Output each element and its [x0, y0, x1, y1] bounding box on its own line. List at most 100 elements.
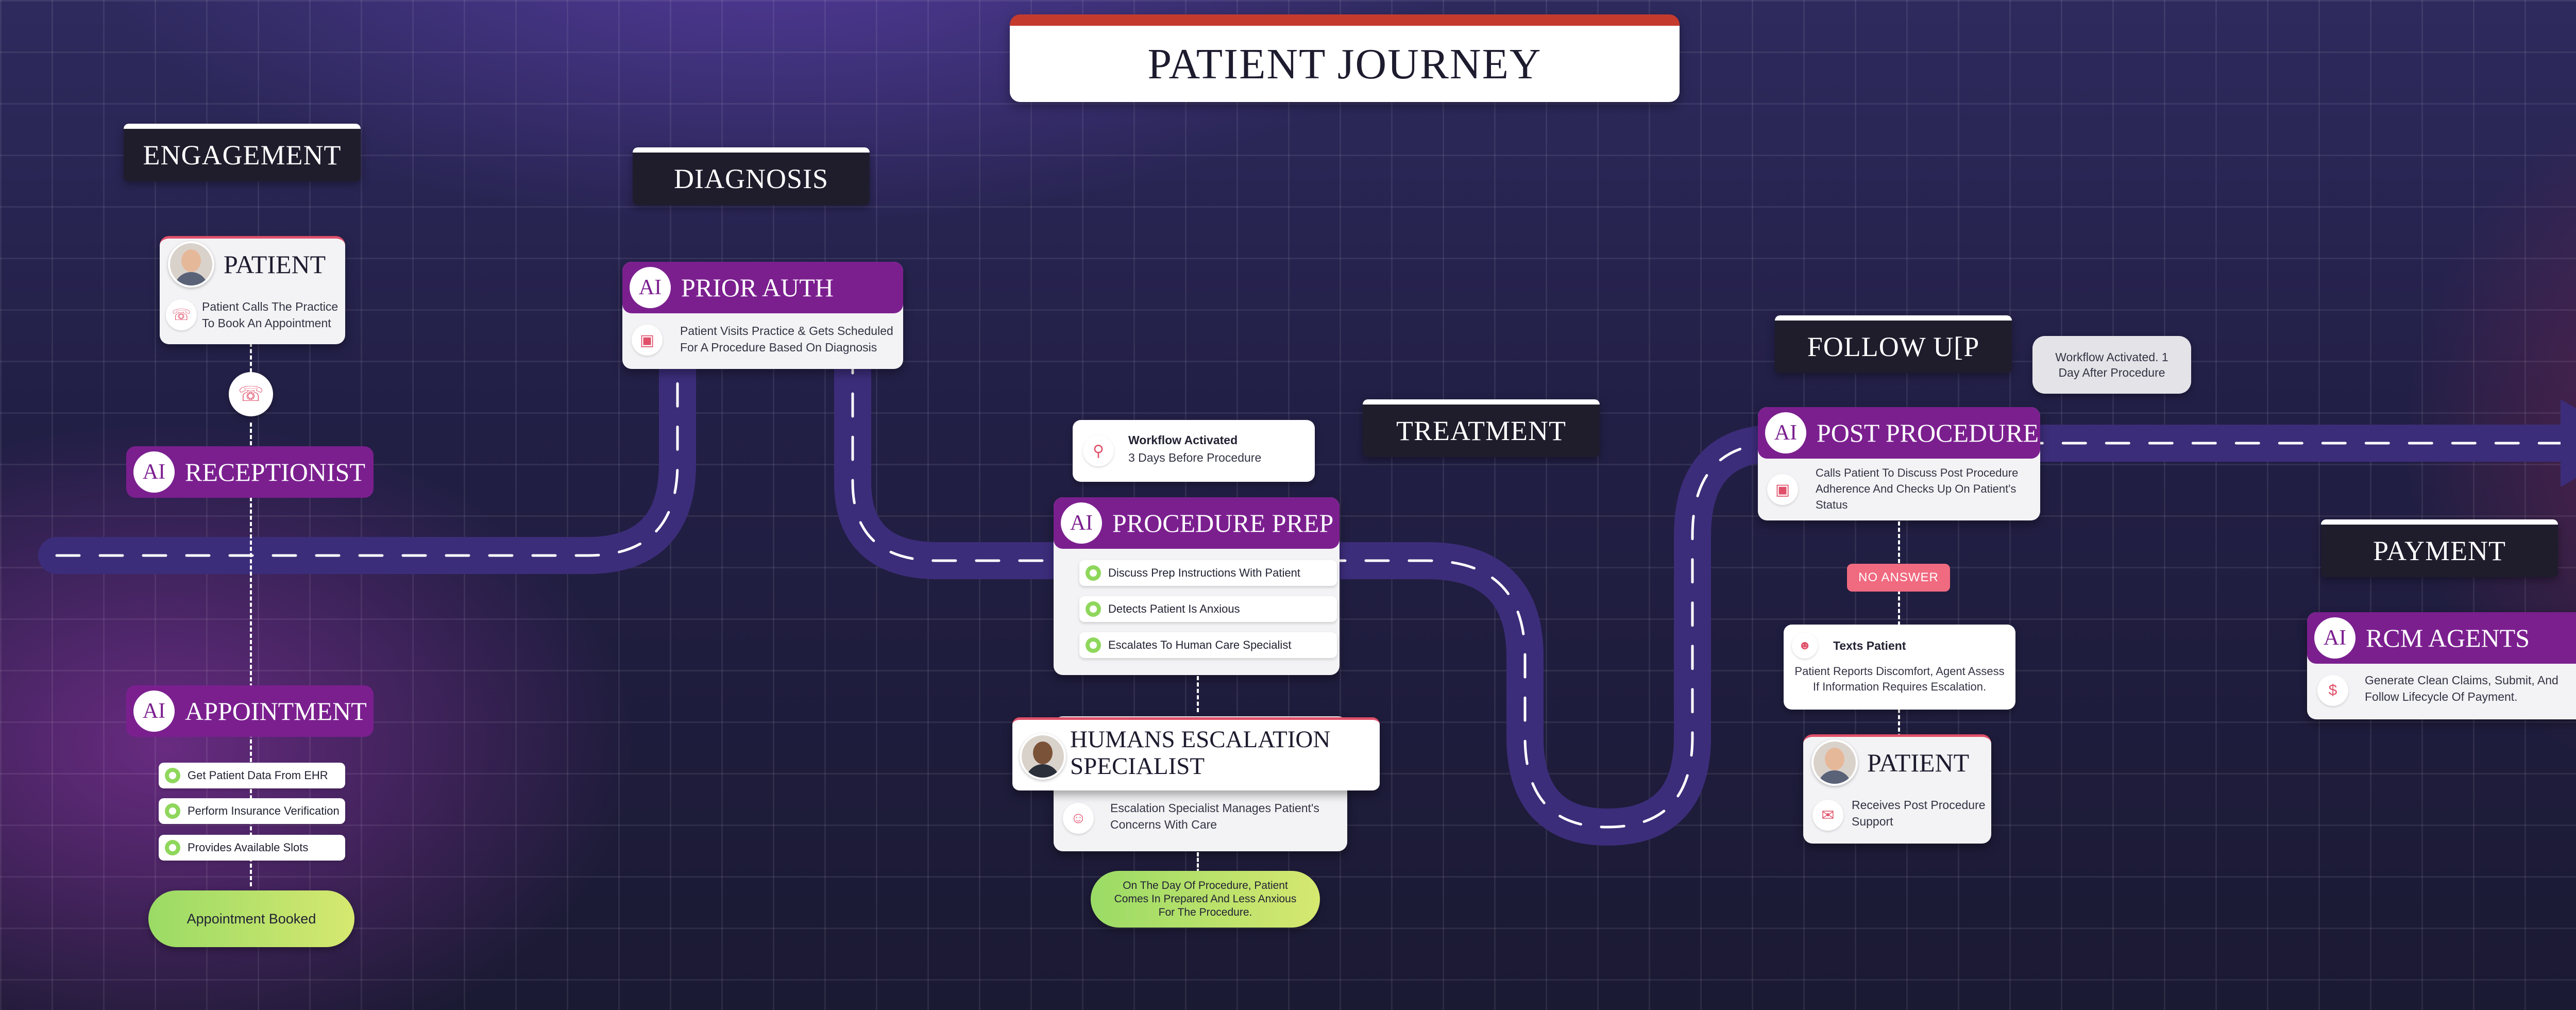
no-answer-badge: NO ANSWER: [1847, 564, 1950, 592]
page-title-box: PATIENT JOURNEY: [1010, 14, 1680, 102]
connector-line: [1197, 676, 1199, 712]
appointment-step: Provides Available Slots: [159, 835, 345, 861]
money-bag-icon: $: [2317, 675, 2348, 706]
stage-diagnosis-label: DIAGNOSIS: [673, 163, 828, 194]
stage-engagement-label: ENGAGEMENT: [143, 140, 342, 171]
receptionist-card: AI RECEPTIONIST: [126, 446, 374, 498]
robot-icon: ☻: [1792, 633, 1818, 659]
prior-auth-title: PRIOR AUTH: [681, 273, 834, 302]
post-procedure-title: POST PROCEDURE: [1817, 418, 2039, 447]
ai-badge: AI: [1061, 502, 1102, 544]
follow-up-patient-text: Receives Post Procedure Support: [1852, 798, 1986, 828]
ai-badge: AI: [133, 691, 175, 732]
ai-badge: AI: [2314, 617, 2355, 659]
appointment-title: APPOINTMENT: [185, 697, 367, 726]
support-agent-icon: ☺: [1063, 803, 1094, 834]
check-icon: [165, 840, 180, 855]
patient-avatar: [168, 241, 214, 288]
procedure-prep-step-label: Detects Patient Is Anxious: [1108, 602, 1240, 615]
appointment-booked-label: Appointment Booked: [187, 911, 316, 927]
patient-card-header: PATIENT: [160, 239, 345, 290]
receptionist-title: RECEPTIONIST: [185, 458, 365, 486]
check-icon: [1086, 601, 1101, 617]
stage-follow-up: FOLLOW U[P: [1775, 315, 2012, 373]
appointment-step: Perform Insurance Verification: [159, 798, 345, 824]
procedure-prep-step: Detects Patient Is Anxious: [1079, 596, 1337, 622]
prior-auth-card: AI PRIOR AUTH ▣ Patient Visits Practice …: [622, 262, 903, 369]
check-icon: [1086, 637, 1101, 653]
patient-card-text: Patient Calls The Practice To Book An Ap…: [202, 300, 338, 330]
appointment-step: Get Patient Data From EHR: [159, 763, 345, 788]
texts-patient-card: ☻ Texts Patient Patient Reports Discomfo…: [1784, 625, 2015, 710]
specialist-avatar: [1020, 733, 1066, 780]
appointment-step-label: Perform Insurance Verification: [188, 804, 340, 817]
check-icon: [165, 803, 180, 819]
calendar-icon: ▣: [632, 325, 663, 356]
appointment-step-label: Get Patient Data From EHR: [188, 769, 328, 782]
appointment-header: AI APPOINTMENT: [126, 685, 374, 737]
page-title: PATIENT JOURNEY: [1147, 40, 1542, 88]
procedure-prep-card: AI PROCEDURE PREP Discuss Prep Instructi…: [1054, 497, 1340, 675]
check-icon: [1086, 565, 1101, 581]
stage-diagnosis: DIAGNOSIS: [633, 147, 870, 205]
appointment-booked-badge: Appointment Booked: [148, 890, 354, 947]
stage-treatment: TREATMENT: [1363, 399, 1600, 457]
workflow-note-title: Workflow Activated: [1128, 433, 1238, 447]
phone-icon: ☏: [166, 299, 197, 330]
connector-line: [250, 423, 252, 886]
workflow-note-1day-text: Workflow Activated. 1 Day After Procedur…: [2055, 350, 2168, 379]
procedure-prep-step-label: Discuss Prep Instructions With Patient: [1108, 566, 1300, 579]
follow-up-patient-title: PATIENT: [1867, 748, 1970, 777]
patient-card: PATIENT ☏ Patient Calls The Practice To …: [160, 236, 345, 344]
rcm-agents-text: Generate Clean Claims, Submit, And Follo…: [2365, 674, 2558, 703]
phone-call-icon: ☏: [229, 372, 273, 416]
stage-payment: PAYMENT: [2321, 519, 2558, 577]
appointment-card: AI APPOINTMENT: [126, 685, 374, 737]
workflow-note-text: 3 Days Before Procedure: [1128, 451, 1262, 464]
texts-patient-title: Texts Patient: [1833, 639, 1906, 652]
texts-patient-text: Patient Reports Discomfort, Agent Assess…: [1794, 665, 2005, 693]
post-procedure-header: AI POST PROCEDURE: [1758, 407, 2040, 459]
connector-line: [1197, 852, 1199, 873]
check-icon: [165, 768, 180, 783]
procedure-prep-header: AI PROCEDURE PREP: [1054, 497, 1340, 549]
follow-up-patient-header: PATIENT: [1803, 737, 1991, 788]
procedure-prep-step: Escalates To Human Care Specialist: [1079, 632, 1337, 658]
procedure-prep-step-label: Escalates To Human Care Specialist: [1108, 638, 1292, 651]
procedure-prep-title: PROCEDURE PREP: [1112, 509, 1334, 537]
post-procedure-text: Calls Patient To Discuss Post Procedure …: [1816, 466, 2019, 511]
procedure-outcome-badge: On The Day Of Procedure, Patient Comes I…: [1091, 871, 1320, 928]
stage-treatment-label: TREATMENT: [1396, 415, 1566, 446]
rcm-agents-header: AI RCM AGENTS: [2307, 612, 2576, 664]
no-answer-label: NO ANSWER: [1858, 570, 1939, 584]
escalation-title: HUMANS ESCALATION SPECIALIST: [1070, 726, 1331, 780]
follow-up-patient-card: PATIENT ✉ Receives Post Procedure Suppor…: [1803, 734, 1991, 844]
chat-icon: ✉: [1812, 800, 1843, 831]
calendar-icon: ▣: [1767, 474, 1798, 505]
rcm-agents-card: AI RCM AGENTS $ Generate Clean Claims, S…: [2307, 612, 2576, 719]
prior-auth-text: Patient Visits Practice & Gets Scheduled…: [680, 324, 893, 354]
patient-card-title: PATIENT: [224, 250, 326, 279]
ai-badge: AI: [1765, 412, 1806, 453]
appointment-step-label: Provides Available Slots: [188, 841, 309, 854]
stage-engagement: ENGAGEMENT: [124, 124, 361, 181]
rcm-agents-title: RCM AGENTS: [2366, 624, 2530, 652]
workflow-note-1day: Workflow Activated. 1 Day After Procedur…: [2032, 336, 2191, 394]
escalation-header: HUMANS ESCALATION SPECIALIST: [1012, 717, 1380, 790]
ai-badge: AI: [630, 267, 671, 308]
escalation-text: Escalation Specialist Manages Patient's …: [1110, 801, 1319, 831]
workflow-note-3days: ⚲ Workflow Activated 3 Days Before Proce…: [1073, 420, 1315, 482]
post-procedure-card: AI POST PROCEDURE ▣ Calls Patient To Dis…: [1758, 407, 2040, 520]
procedure-prep-step: Discuss Prep Instructions With Patient: [1079, 560, 1337, 586]
procedure-outcome-text: On The Day Of Procedure, Patient Comes I…: [1114, 880, 1297, 918]
patient-avatar: [1811, 739, 1858, 786]
connector-line: [250, 343, 252, 379]
ai-badge: AI: [133, 451, 175, 493]
stage-payment-label: PAYMENT: [2372, 535, 2506, 566]
workflow-icon: ⚲: [1083, 435, 1114, 466]
receptionist-header: AI RECEPTIONIST: [126, 446, 374, 498]
stage-follow-up-label: FOLLOW U[P: [1807, 331, 1980, 362]
prior-auth-header: AI PRIOR AUTH: [622, 262, 903, 313]
